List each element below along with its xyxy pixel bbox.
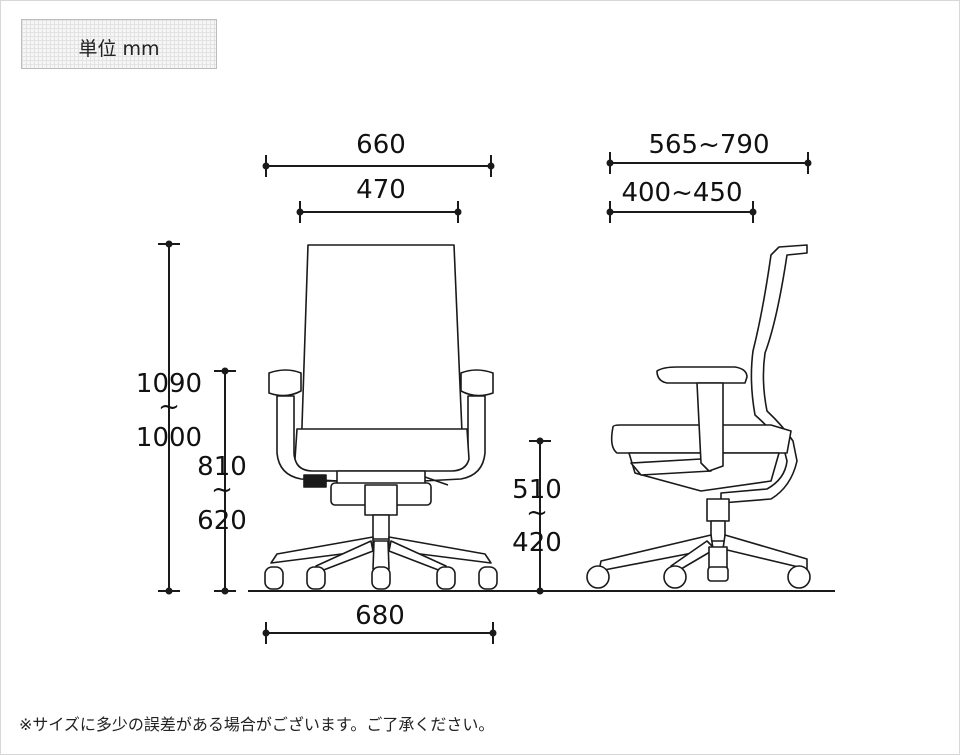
total-height-tilde: ~ [158,392,180,422]
side-cylinder-lower [710,520,726,542]
front-base-leg-right-outer [388,536,492,564]
total-height-min-label: 1000 [136,423,202,453]
seat-depth-line [606,201,757,223]
side-arm-post [696,382,724,472]
size-tolerance-note: ※サイズに多少の誤差がある場合がございます。ご了承ください。 [19,715,495,734]
unit-label: 単位 mm [78,38,160,60]
armrest-height-tilde: ~ [211,475,233,505]
front-base-leg-center [372,540,390,570]
front-backrest [300,244,464,457]
total-height-line [158,240,180,595]
dimension-labels: 660 470 680 1090 ~ 1000 810 ~ 620 565~79… [136,130,770,631]
seat-depth-label: 400~450 [621,178,742,208]
front-right-armrest-pad [460,369,494,397]
overall-depth-line [606,152,812,174]
front-gas-cylinder [364,484,398,516]
seat-height-tilde: ~ [526,498,548,528]
side-gas-cylinder [706,498,730,522]
unit-box: 単位 mm [21,19,217,69]
front-casters [264,566,498,590]
front-cylinder-lower [372,514,390,540]
base-width-label: 680 [355,601,405,631]
side-armrest-pad [656,366,748,384]
side-casters [586,565,811,589]
front-left-armrest-pad [268,369,302,397]
front-lever-knob [303,474,327,488]
dimension-lines [158,152,812,644]
front-seat [294,428,470,472]
front-base-leg-left-outer [270,536,374,564]
side-base-leg-back [722,534,808,570]
seat-height-max-label: 510 [512,475,562,505]
armrest-height-min-label: 620 [197,506,247,536]
base-width-line [262,622,497,644]
seat-width-label: 470 [356,175,406,205]
armrest-height-max-label: 810 [197,452,247,482]
chair-side-view [586,244,811,589]
total-height-max-label: 1090 [136,369,202,399]
overall-width-label: 660 [356,130,406,160]
overall-width-line [262,155,495,177]
overall-depth-label: 565~790 [648,130,769,160]
seat-width-line [296,201,462,223]
seat-height-min-label: 420 [512,528,562,558]
chair-front-view [264,244,498,590]
armrest-height-line [214,367,236,595]
